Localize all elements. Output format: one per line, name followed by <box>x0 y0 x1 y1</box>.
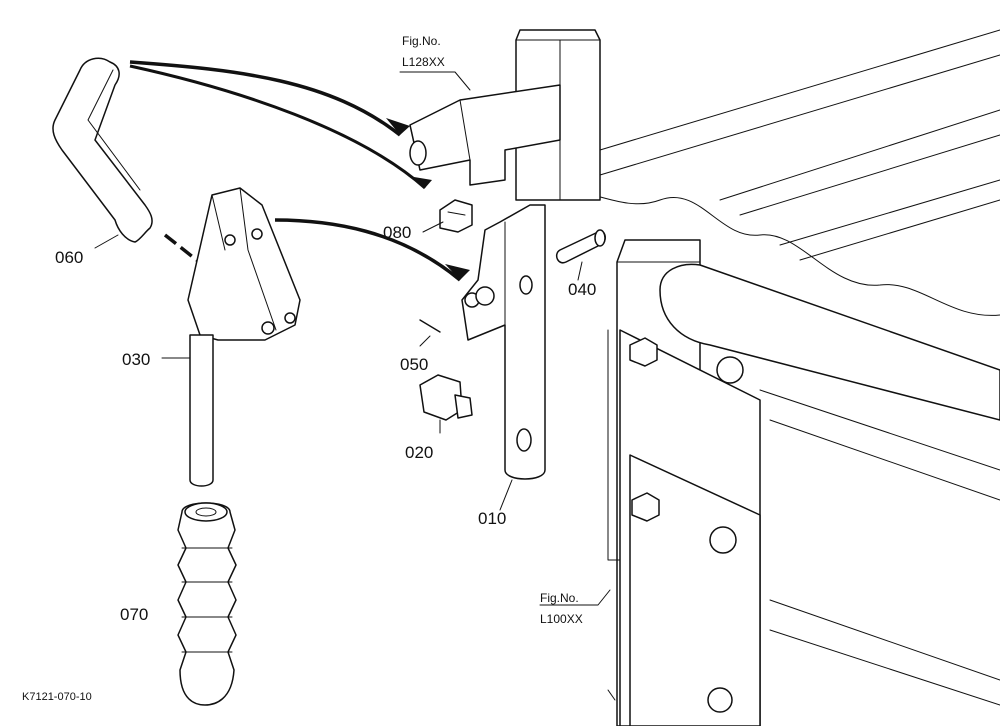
ref-l100-line2: L100XX <box>540 612 583 626</box>
leader-lines <box>94 71 611 606</box>
ref-l100-line1: Fig.No. <box>540 591 579 605</box>
callout-050: 050 <box>400 355 428 374</box>
frame-structure <box>515 29 1000 726</box>
part-070-grip <box>177 502 237 706</box>
part-080-clip <box>439 199 473 233</box>
reference-fig-l100: Fig.No. L100XX <box>540 591 583 626</box>
callout-080: 080 <box>383 223 411 242</box>
ref-l128-line2: L128XX <box>402 55 445 69</box>
callout-040: 040 <box>568 280 596 299</box>
callout-070: 070 <box>120 605 148 624</box>
part-030-lever <box>187 187 301 487</box>
reference-fig-l128: Fig.No. L128XX <box>402 34 445 69</box>
callout-010: 010 <box>478 509 506 528</box>
ref-l128-line1: Fig.No. <box>402 34 441 48</box>
callout-030: 030 <box>122 350 150 369</box>
upper-bracket <box>409 84 561 186</box>
part-020-bolt <box>419 374 473 421</box>
assembly-arrows <box>129 60 470 312</box>
part-060-handle <box>52 57 153 243</box>
callout-060: 060 <box>55 248 83 267</box>
figure-code: K7121-070-10 <box>22 691 92 703</box>
part-010-plate <box>461 204 546 480</box>
part-040-pin <box>555 229 606 264</box>
callout-020: 020 <box>405 443 433 462</box>
part-050-cotter <box>419 319 441 333</box>
